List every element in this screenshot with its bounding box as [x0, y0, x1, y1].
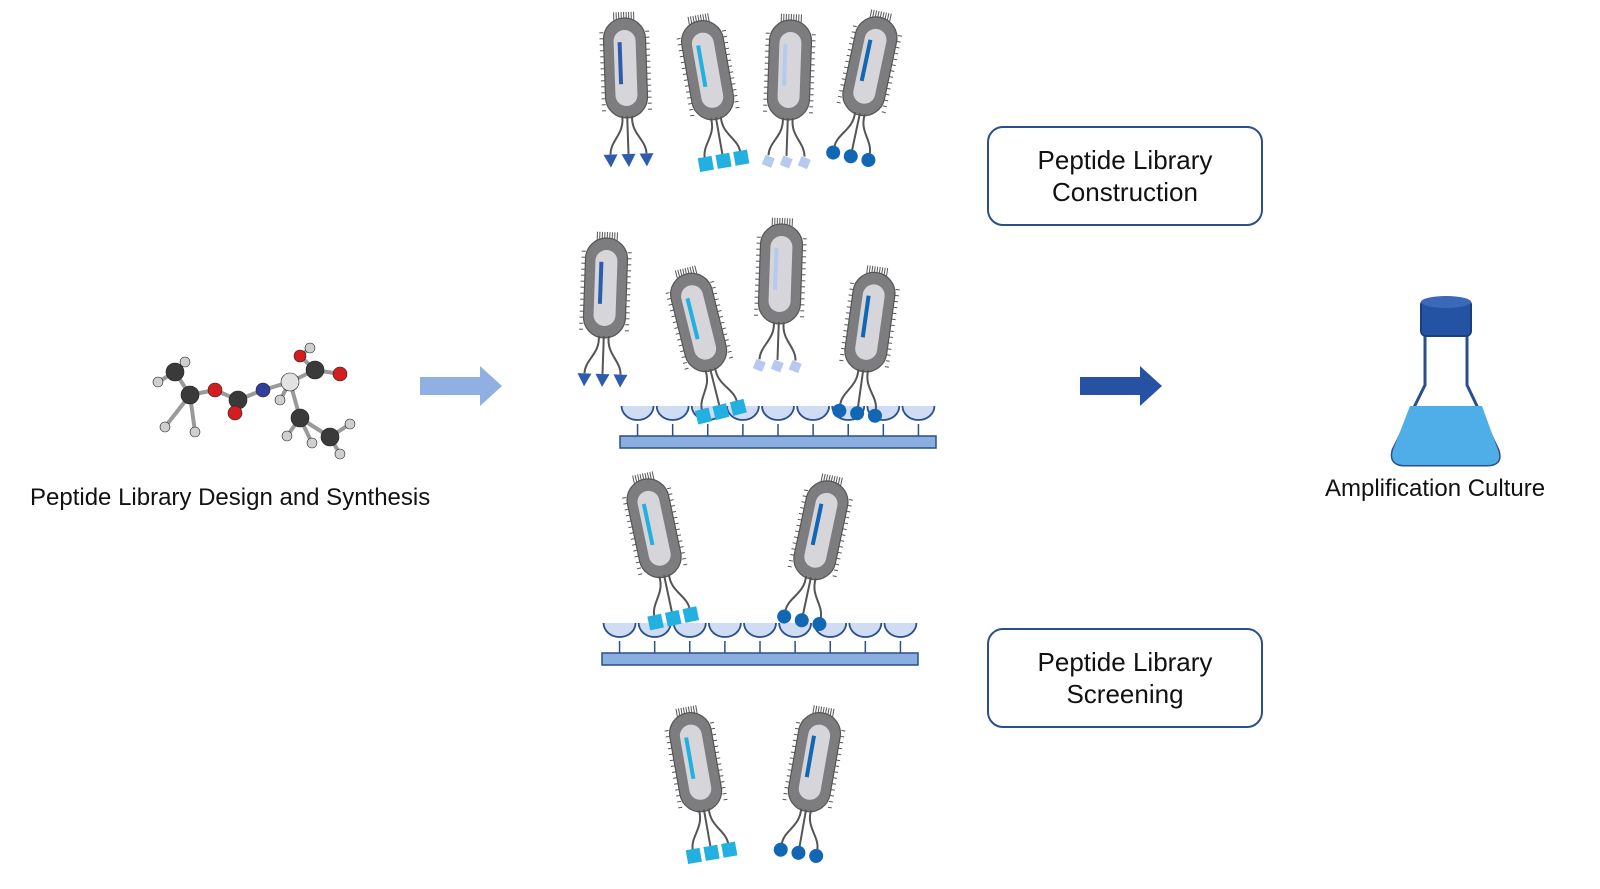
construction-box-line1: Peptide Library: [1038, 144, 1213, 176]
phage-icon: [673, 11, 749, 172]
phage-icon: [776, 470, 857, 632]
capture-substrate: [620, 406, 936, 448]
screening-box-line1: Peptide Library: [1038, 646, 1213, 678]
screening-box-line2: Screening: [1066, 678, 1183, 710]
phage-icon: [577, 231, 632, 388]
phage-icon: [752, 217, 807, 373]
phage-icon: [825, 6, 906, 168]
flask-icon: [1392, 296, 1499, 465]
molecule-icon: [153, 343, 355, 459]
phage-icon: [661, 262, 747, 424]
arrow-right-icon: [420, 366, 502, 406]
construction-box-line2: Construction: [1052, 176, 1198, 208]
amplification-culture-label: Amplification Culture: [1325, 475, 1545, 503]
phage-icon: [599, 11, 654, 168]
screening-box: Peptide Library Screening: [987, 628, 1263, 728]
phage-icon: [773, 703, 849, 864]
arrow-right-icon: [1080, 366, 1162, 406]
phage-icon: [618, 468, 699, 630]
capture-substrate: [602, 623, 918, 665]
construction-box: Peptide Library Construction: [987, 126, 1263, 226]
design-synthesis-label: Peptide Library Design and Synthesis: [30, 484, 430, 512]
phage-icon: [661, 703, 737, 864]
phage-icon: [831, 263, 902, 423]
phage-icon: [761, 13, 816, 169]
